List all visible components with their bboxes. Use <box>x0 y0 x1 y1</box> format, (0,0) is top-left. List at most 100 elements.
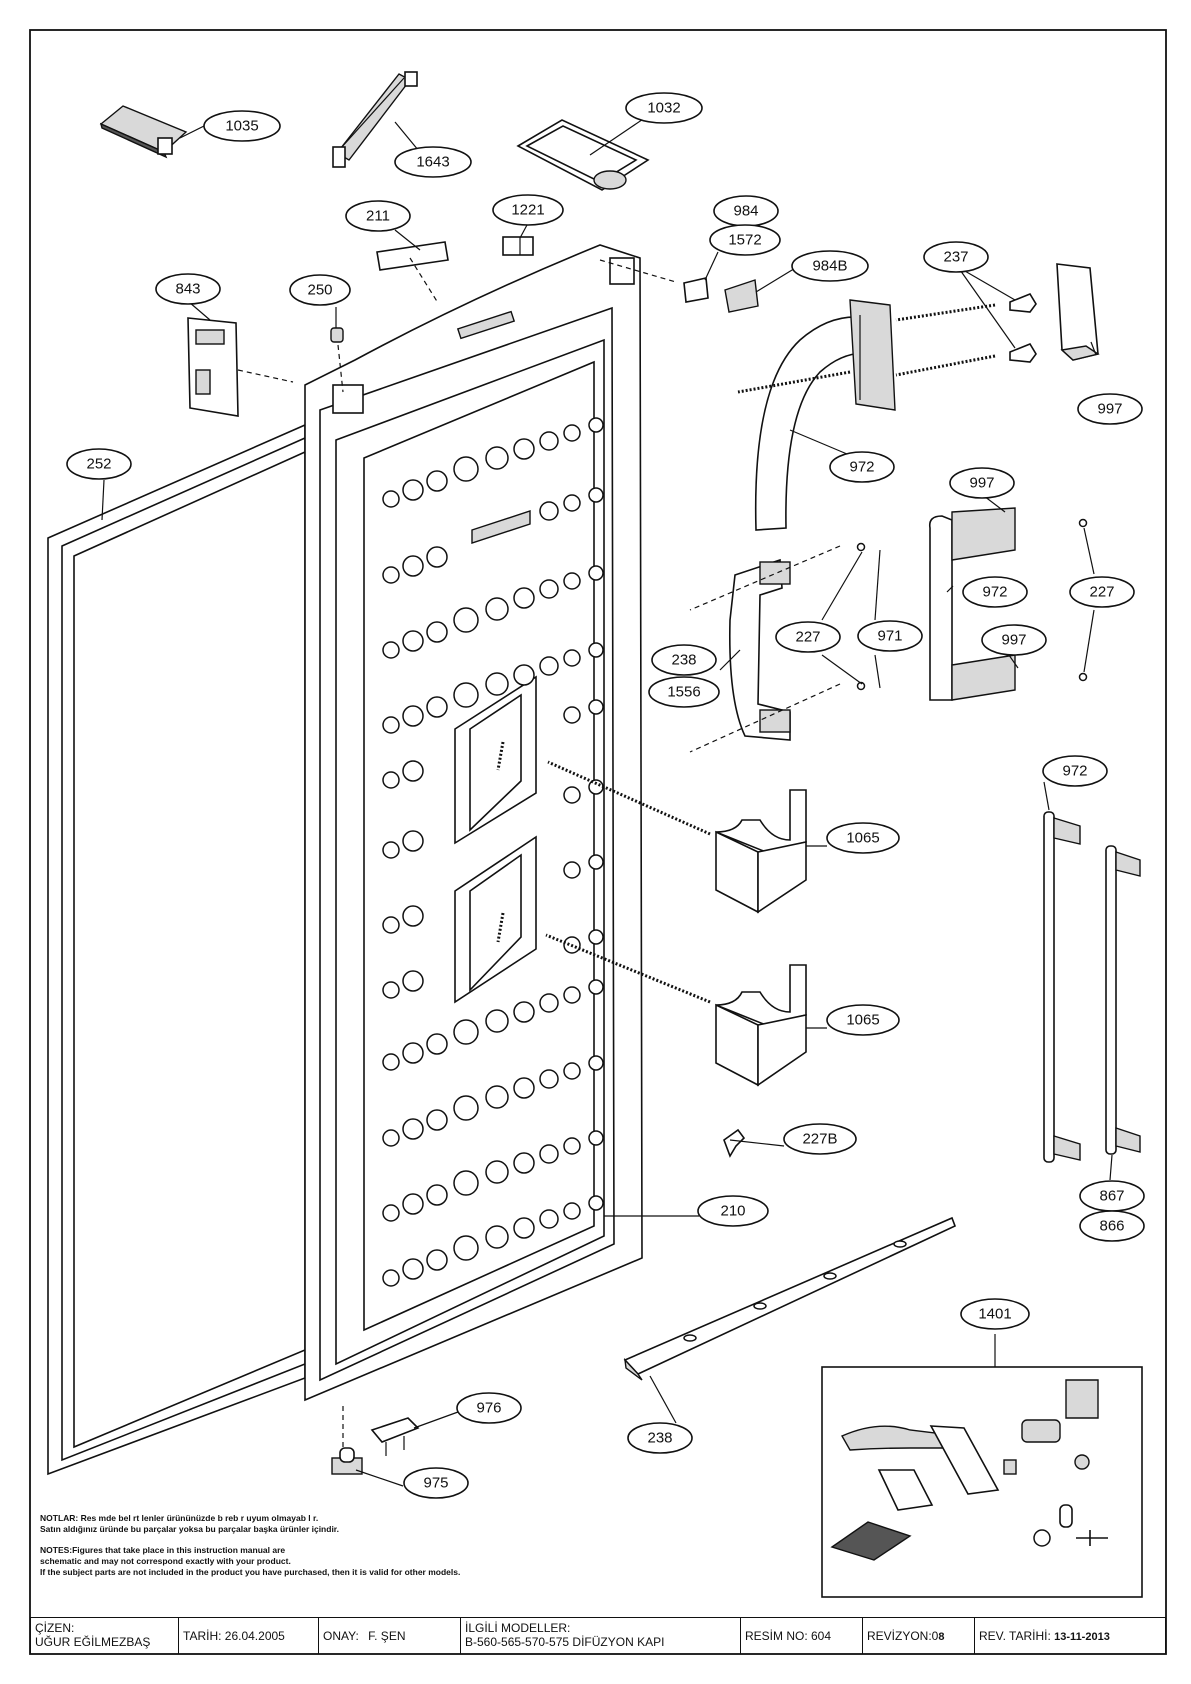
notes-block: NOTLAR: Res mde bel rt lenler ürününüzde… <box>40 1513 680 1588</box>
part-237-screws <box>1009 293 1037 363</box>
assembly-leader-lines <box>101 108 1113 1487</box>
callout-972-straight: 972 <box>962 576 1028 608</box>
callout-997-bottom: 997 <box>981 624 1047 656</box>
svg-text:997: 997 <box>1097 401 1122 418</box>
revision-cell: REVİZYON:08 <box>863 1618 975 1654</box>
svg-text:1572: 1572 <box>728 232 761 249</box>
callout-972-curved: 972 <box>829 451 895 483</box>
svg-text:984B: 984B <box>812 258 847 275</box>
callout-238-rail: 238 <box>627 1422 693 1454</box>
callout-843: 843 <box>155 273 221 305</box>
svg-text:984: 984 <box>733 203 758 220</box>
callout-1643: 1643 <box>394 146 472 178</box>
callout-1065-upper: 1065 <box>826 822 900 854</box>
svg-text:1221: 1221 <box>511 202 544 219</box>
svg-text:971: 971 <box>877 628 902 645</box>
part-1065-shelf-lower <box>715 964 807 1087</box>
drawing-number-cell: RESİM NO: 604 <box>741 1618 863 1654</box>
part-976-bottom-hinge <box>370 1417 420 1456</box>
related-models-cell: İLGİLİ MODELLER: B-560-565-570-575 DİFÜZ… <box>461 1618 741 1654</box>
svg-text:1065: 1065 <box>846 1012 879 1029</box>
svg-text:843: 843 <box>175 281 200 298</box>
callout-1032: 1032 <box>625 92 703 124</box>
part-1643-rail <box>332 71 418 168</box>
svg-text:227: 227 <box>1089 584 1114 601</box>
svg-text:997: 997 <box>1001 632 1026 649</box>
callout-971: 971 <box>857 620 923 652</box>
svg-text:866: 866 <box>1099 1218 1124 1235</box>
callout-227-left: 227 <box>775 621 841 653</box>
svg-text:1065: 1065 <box>846 830 879 847</box>
part-227b-clip <box>723 1128 746 1158</box>
part-238-1556-handle <box>728 558 791 741</box>
svg-text:972: 972 <box>1062 763 1087 780</box>
part-1401-kit-box <box>821 1366 1143 1598</box>
svg-text:1035: 1035 <box>225 118 258 135</box>
part-843-hinge-plate <box>187 317 239 417</box>
part-1221-block <box>502 236 534 256</box>
callout-972-bar: 972 <box>1042 755 1108 787</box>
svg-text:1643: 1643 <box>416 154 449 171</box>
svg-text:210: 210 <box>720 1203 745 1220</box>
sheet-border <box>29 29 1167 1655</box>
part-972-bar-handle <box>1043 811 1081 1163</box>
callout-1572: 1572 <box>709 224 781 256</box>
part-867-866-bar-handle <box>1105 845 1141 1155</box>
callout-984: 984 <box>713 195 779 227</box>
door-hole-pattern <box>382 417 604 1287</box>
callout-1035: 1035 <box>203 110 281 142</box>
callout-1401: 1401 <box>960 1298 1030 1330</box>
callout-237: 237 <box>923 241 989 273</box>
part-975-hinge-pin <box>331 1447 363 1475</box>
svg-text:252: 252 <box>86 456 111 473</box>
svg-text:997: 997 <box>969 475 994 492</box>
svg-text:972: 972 <box>849 459 874 476</box>
callout-866: 866 <box>1079 1210 1145 1242</box>
part-227-rings <box>856 518 1088 691</box>
svg-text:250: 250 <box>307 282 332 299</box>
part-1572-pad <box>683 277 709 303</box>
svg-text:227B: 227B <box>802 1131 837 1148</box>
part-997-end-cap <box>1056 263 1100 361</box>
svg-text:1556: 1556 <box>667 684 700 701</box>
notes-english: NOTES:Figures that take place in this in… <box>40 1545 461 1577</box>
svg-text:227: 227 <box>795 629 820 646</box>
part-252-door-gasket <box>47 423 306 1476</box>
part-1032-frame <box>516 119 650 191</box>
callout-997-top: 997 <box>1077 393 1143 425</box>
part-1065-shelf-upper <box>715 789 807 914</box>
drawn-by-cell: ÇİZEN: UĞUR EĞİLMEZBAŞ <box>31 1618 179 1654</box>
part-972-straight-handle <box>928 507 1016 701</box>
revision-date-cell: REV. TARİHİ: 13-11-2013 <box>979 1629 1110 1643</box>
callout-252: 252 <box>66 448 132 480</box>
part-972-curved-handle <box>754 299 896 531</box>
svg-text:238: 238 <box>671 652 696 669</box>
callout-227b: 227B <box>783 1123 857 1155</box>
svg-text:975: 975 <box>423 1475 448 1492</box>
callout-1556: 1556 <box>648 676 720 708</box>
callout-210: 210 <box>697 1195 769 1227</box>
callout-211: 211 <box>345 200 411 232</box>
svg-text:211: 211 <box>366 208 390 225</box>
callout-975: 975 <box>403 1467 469 1499</box>
svg-text:867: 867 <box>1099 1188 1124 1205</box>
callout-997-middle: 997 <box>949 467 1015 499</box>
part-1035-cover <box>99 105 188 159</box>
callout-1065-lower: 1065 <box>826 1004 900 1036</box>
svg-text:972: 972 <box>982 584 1007 601</box>
part-211-label <box>376 241 449 271</box>
svg-text:1032: 1032 <box>647 100 680 117</box>
callout-1221: 1221 <box>492 194 564 226</box>
svg-text:1401: 1401 <box>978 1306 1011 1323</box>
callout-250: 250 <box>289 274 351 306</box>
svg-text:237: 237 <box>943 249 968 266</box>
part-210-door <box>304 244 643 1402</box>
approval-cell: ONAY: F. ŞEN <box>319 1618 461 1654</box>
callout-984b: 984B <box>791 250 869 282</box>
svg-text:238: 238 <box>647 1430 672 1447</box>
callout-867: 867 <box>1079 1180 1145 1212</box>
svg-text:976: 976 <box>476 1400 501 1417</box>
title-block: ÇİZEN: UĞUR EĞİLMEZBAŞ TARİH: 26.04.2005… <box>30 1617 1166 1654</box>
callout-238-handle: 238 <box>651 644 717 676</box>
